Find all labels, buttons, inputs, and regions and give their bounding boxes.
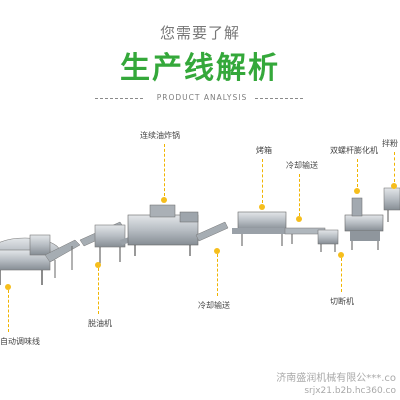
leader-oven [262,159,263,203]
label-cooling-conveyor-2: 冷却输送 [286,161,318,170]
marker-extruder [354,188,360,194]
label-deoiling: 脱油机 [88,319,112,328]
marker-cooling-2 [296,216,302,222]
twin-screw-extruder-machine [344,197,384,250]
leader-seasoning [8,290,9,332]
marker-deoiling [95,262,101,268]
leader-cutter [341,258,342,292]
leader-mixer [394,152,395,182]
left-divider [95,98,145,99]
header-title: 生产线解析 [120,51,280,86]
seasoning-line-machine [0,234,81,285]
watermark-masked: ***.co [366,373,396,384]
marker-cooling-1 [214,248,220,254]
right-divider [255,98,305,99]
mixer-machine [383,187,400,222]
marker-fryer [161,197,167,203]
leader-extruder [357,159,358,187]
label-continuous-fryer: 连续油炸锅 [140,131,180,140]
watermark-company: 济南盛润机械有限公***.co [276,373,396,384]
leader-cooling-2 [299,174,300,216]
label-twin-screw-extruder: 双螺杆膨化机 [330,146,378,155]
watermark-url: srjx21.b2b.hc360.co [304,386,396,396]
leader-deoiling [98,268,99,314]
label-oven: 烤箱 [256,146,272,155]
label-seasoning-line: 自动调味线 [0,337,40,346]
label-mixer: 拌粉 [382,139,398,148]
product-analysis-label: PRODUCT ANALYSIS [156,93,248,102]
leader-cooling-1 [217,254,218,296]
cutter-machine [317,229,339,252]
header-subtitle: 您需要了解 [159,24,240,42]
watermark: 济南盛润机械有限公***.co srjx21.b2b.hc360.co [276,373,396,397]
marker-cutter [338,252,344,258]
oven-machine [232,211,288,246]
marker-oven [259,204,265,210]
marker-seasoning [5,284,11,290]
product-analysis-bar: PRODUCT ANALYSIS [95,91,305,105]
leader-fryer [164,144,165,196]
label-cutter: 切断机 [330,297,354,306]
continuous-fryer-machine [127,204,229,256]
marker-mixer [391,183,397,189]
label-cooling-conveyor-1: 冷却输送 [198,301,230,310]
